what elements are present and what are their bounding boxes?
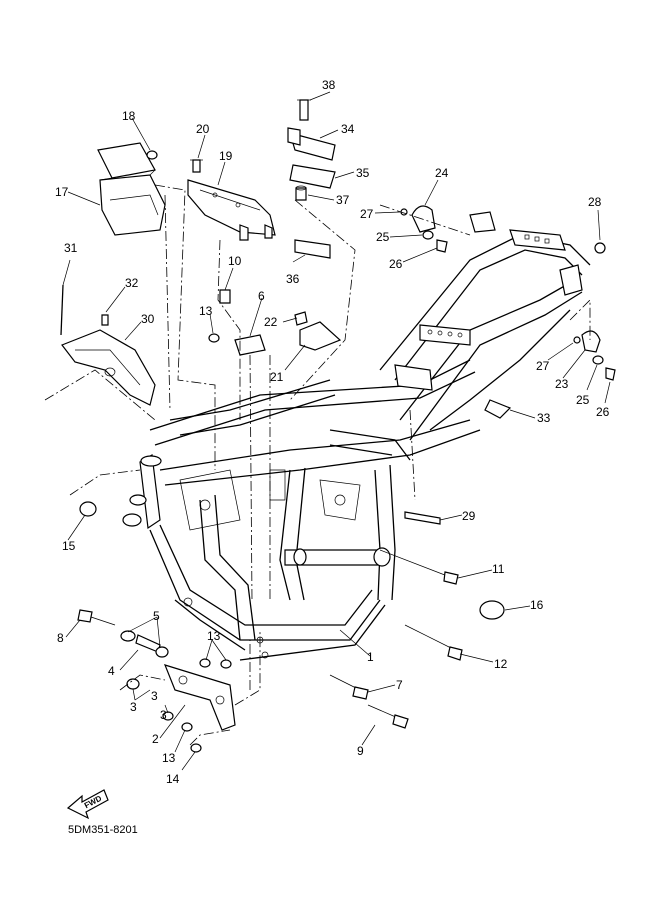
callout-27a: 27: [360, 207, 374, 221]
callout-32: 32: [125, 276, 139, 290]
callout-26b: 26: [596, 405, 610, 419]
callout-21: 21: [270, 370, 284, 384]
hook-hardware-lower: [573, 242, 616, 381]
callout-3b: 3: [151, 689, 158, 703]
callout-17: 17: [55, 185, 69, 199]
callout-1: 1: [367, 650, 374, 664]
callout-37: 37: [336, 193, 350, 207]
callout-numbers: 38 18 20 34 19 35 24 17 37 28 27 25 31 1…: [55, 78, 610, 786]
callout-27b: 27: [536, 359, 550, 373]
misc-small-parts: [77, 399, 512, 729]
leader-lines: [62, 91, 611, 771]
callout-11: 11: [492, 562, 505, 576]
callout-30: 30: [141, 312, 155, 326]
callout-34: 34: [341, 122, 355, 136]
callout-31: 31: [64, 241, 78, 255]
callout-25b: 25: [576, 393, 590, 407]
callout-2: 2: [152, 732, 159, 746]
callout-23: 23: [555, 377, 569, 391]
callout-35: 35: [356, 166, 370, 180]
callout-7: 7: [396, 678, 403, 692]
engine-mount-bracket-lower: [120, 630, 236, 753]
callout-3a: 3: [130, 700, 137, 714]
seat-lock-parts: [287, 99, 336, 259]
callout-36: 36: [286, 272, 300, 286]
callout-18: 18: [122, 109, 136, 123]
callout-6: 6: [258, 289, 265, 303]
battery-box: [97, 142, 166, 236]
callout-26a: 26: [389, 257, 403, 271]
callout-38: 38: [322, 78, 336, 92]
callout-13c: 13: [162, 751, 176, 765]
callout-8: 8: [57, 631, 64, 645]
forward-arrow-icon: FWD: [66, 789, 109, 820]
callout-33: 33: [537, 411, 551, 425]
callout-13a: 13: [199, 304, 213, 318]
callout-9: 9: [357, 744, 364, 758]
front-cover: [60, 284, 156, 406]
callout-20: 20: [196, 122, 210, 136]
reference-lines: [44, 184, 591, 746]
callout-19: 19: [219, 149, 233, 163]
callout-15: 15: [62, 539, 76, 553]
main-frame: [122, 211, 591, 661]
engine-mount-brackets-upper: [208, 289, 342, 356]
callout-13b: 13: [207, 629, 221, 643]
callout-3c: 3: [160, 708, 167, 722]
callout-10: 10: [228, 254, 242, 268]
callout-4: 4: [108, 664, 115, 678]
hook-hardware-upper: [400, 205, 448, 253]
callout-22: 22: [264, 315, 278, 329]
callout-24: 24: [435, 166, 449, 180]
callout-29: 29: [462, 509, 476, 523]
callout-25a: 25: [376, 230, 390, 244]
diagram-code: 5DM351-8201: [68, 824, 138, 836]
callout-28: 28: [588, 195, 602, 209]
callout-5: 5: [153, 609, 160, 623]
callout-14: 14: [166, 772, 180, 786]
bracket-19: [187, 159, 276, 241]
callout-16: 16: [530, 598, 544, 612]
callout-12: 12: [494, 657, 508, 671]
